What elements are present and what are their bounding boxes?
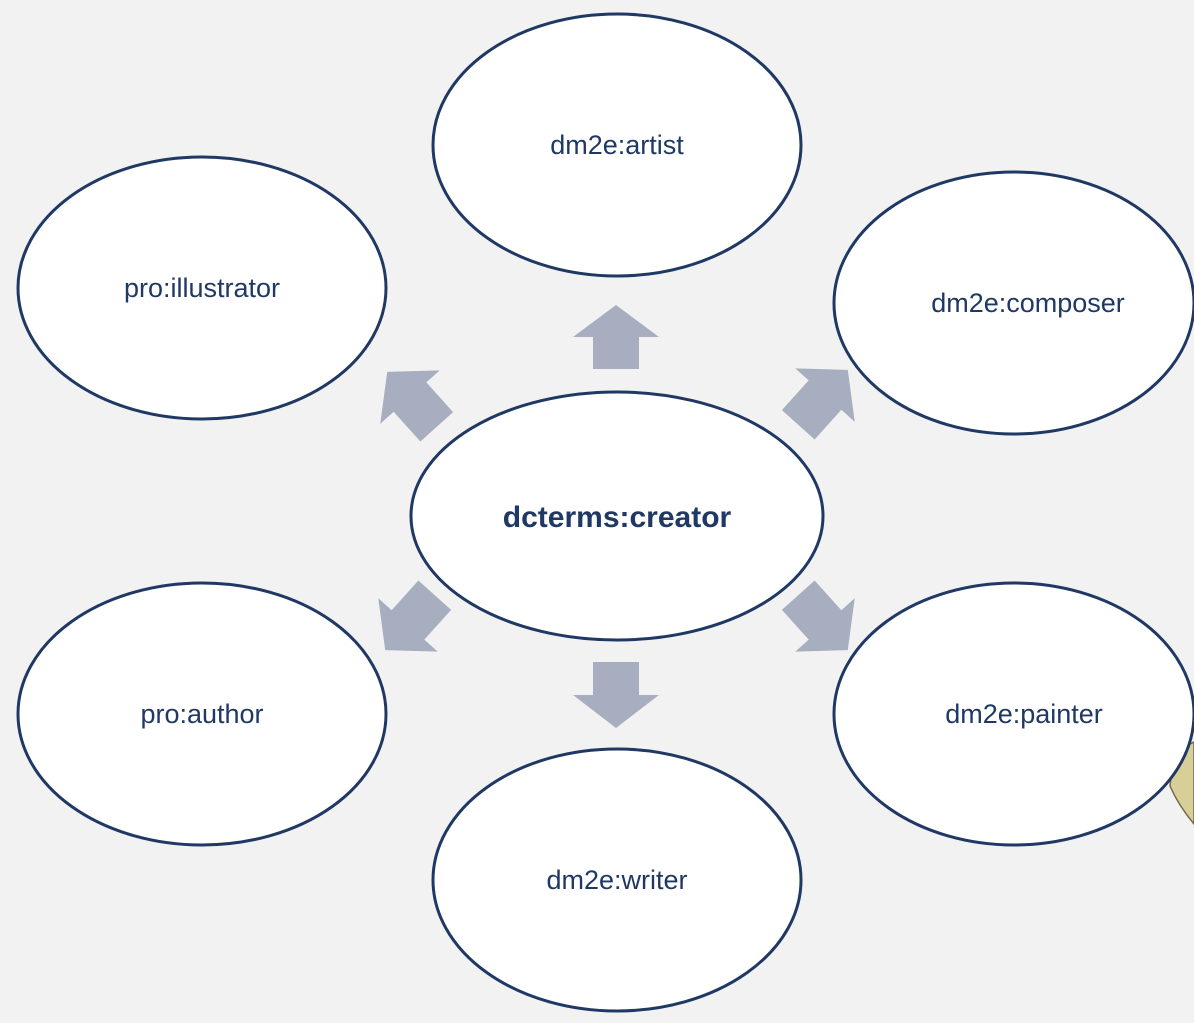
arrow-to-author xyxy=(378,580,452,652)
node-artist: dm2e:artist xyxy=(431,12,803,278)
node-writer-label: dm2e:writer xyxy=(546,865,687,895)
arrows-group xyxy=(378,305,855,728)
node-composer-label: dm2e:composer xyxy=(931,288,1125,318)
arrow-to-writer xyxy=(573,662,659,728)
node-author-label: pro:author xyxy=(140,699,263,729)
arrow-to-composer xyxy=(781,368,855,440)
node-painter-label: dm2e:painter xyxy=(945,699,1103,729)
node-center-label: dcterms:creator xyxy=(503,501,732,534)
node-artist-shape xyxy=(431,12,803,278)
arrow-to-painter xyxy=(781,580,855,652)
node-painter: dm2e:painter xyxy=(832,581,1194,847)
node-author-shape xyxy=(16,581,388,847)
node-author: pro:author xyxy=(16,581,388,847)
node-illustrator-label: pro:illustrator xyxy=(124,273,280,303)
node-writer: dm2e:writer xyxy=(431,747,803,1013)
node-composer: dm2e:composer xyxy=(832,170,1194,436)
node-illustrator-shape xyxy=(16,155,388,421)
node-painter-shape xyxy=(832,581,1194,847)
node-center-creator: dcterms:creator xyxy=(409,390,825,642)
node-composer-shape xyxy=(832,170,1194,436)
arrow-to-artist xyxy=(573,305,659,369)
node-center-shape xyxy=(409,390,825,642)
node-illustrator: pro:illustrator xyxy=(16,155,388,421)
node-artist-label: dm2e:artist xyxy=(550,130,684,160)
arrow-to-illustrator xyxy=(380,370,454,442)
node-writer-shape xyxy=(431,747,803,1013)
